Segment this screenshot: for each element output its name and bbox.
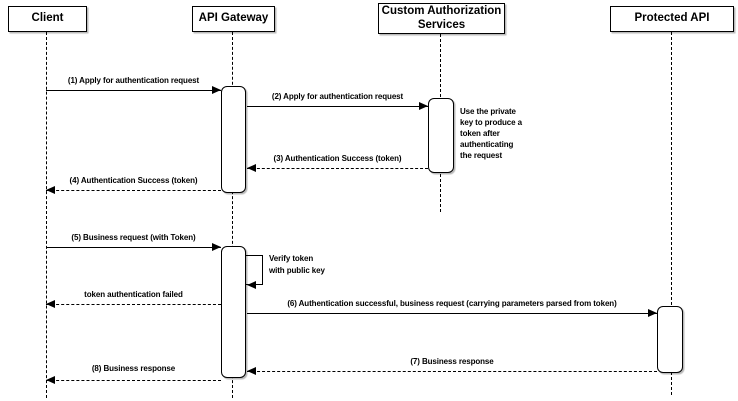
participant-custom-authorization-services-label: Custom Authorization Services [381,4,502,31]
message-5-arrowhead [212,243,221,251]
participant-api-gateway-label: API Gateway [198,12,269,25]
message-5-line [46,247,221,248]
self-message-verify-token-label: Verify token with public key [269,254,325,275]
message-7-line [247,371,657,372]
message-4-label: (4) Authentication Success (token) [69,176,198,185]
message-4-arrowhead [46,186,55,194]
message-8-line [46,380,221,381]
lifeline-client [46,32,47,398]
lifeline-api-gateway [232,32,233,398]
activation-protected-api [657,306,683,373]
message-6-line [247,313,657,314]
message-token-failed-arrowhead [46,300,55,308]
activation-api-gateway-auth [221,86,246,193]
message-1-arrowhead [212,86,221,94]
message-5-label: (5) Business request (with Token) [71,233,196,242]
participant-protected-api-label: Protected API [634,12,710,25]
message-6-arrowhead [648,309,657,317]
message-1-label: (1) Apply for authentication request [67,76,200,85]
lifeline-protected-api [671,32,672,395]
activation-custom-authorization-services [428,98,454,173]
participant-api-gateway: API Gateway [192,6,275,32]
message-8-label: (8) Business response [91,364,176,373]
message-3-arrowhead [247,164,256,172]
message-token-failed-line [46,304,221,305]
message-4-line [46,190,221,191]
message-2-label: (2) Apply for authentication request [271,92,404,101]
participant-custom-authorization-services: Custom Authorization Services [378,3,505,34]
message-7-label: (7) Business response [410,357,494,366]
message-token-failed-label: token authentication failed [84,290,183,299]
message-8-arrowhead [46,376,55,384]
activation-api-gateway-business [221,246,246,378]
message-1-line [46,90,221,91]
message-3-label: (3) Authentication Success (token) [273,154,402,163]
message-7-arrowhead [247,367,256,375]
message-2-line [247,106,428,107]
participant-client-label: Client [31,12,64,25]
message-6-label: (6) Authentication successful, business … [287,299,617,308]
participant-protected-api: Protected API [610,6,734,32]
self-message-verify-token-arrowhead [247,281,256,289]
message-2-arrowhead [419,102,428,110]
participant-client: Client [8,6,87,32]
note-private-key: Use the private key to produce a token a… [460,107,522,160]
message-3-line [247,168,428,169]
